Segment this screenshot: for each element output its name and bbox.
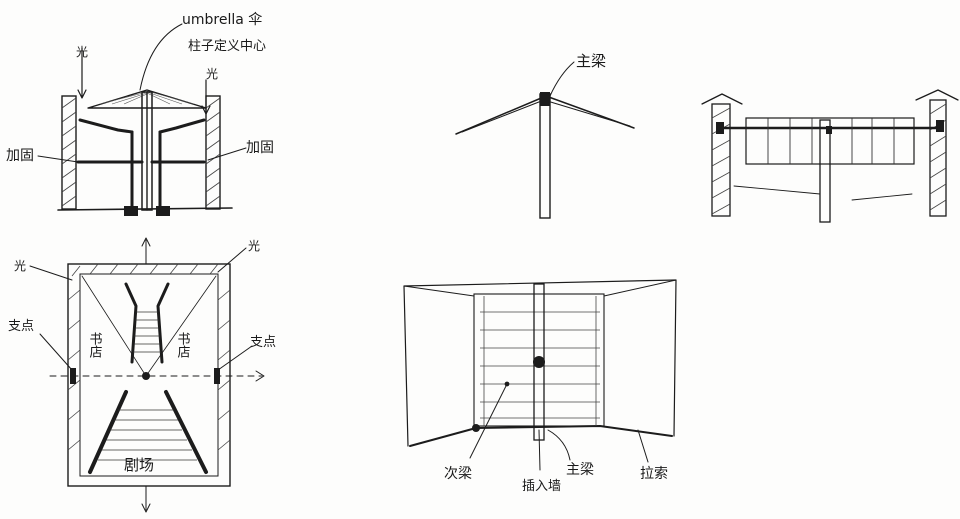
support-label-left: 支点 [8,319,34,334]
column-insert-label: 插入墙 [522,479,561,494]
theater-label: 剧场 [124,456,154,474]
support-label-right: 支点 [250,335,276,350]
umbrella-section-sketch: umbrella 伞 柱子定义中心 光 光 加固 加固 [6,11,274,216]
secondary-beam-label: 次梁 [444,466,472,482]
elevation-sketch [701,89,959,223]
bookshop-label-left: 书店 [87,332,103,358]
umbrella-column-sketch: 主梁 [455,52,635,219]
bookshop-label-right: 书店 [175,332,191,358]
reinforce-label-right: 加固 [246,140,274,156]
reinforce-label-left: 加固 [6,148,34,164]
plan-sketch: 光 光 支点 支点 书店 书店 剧场 [8,237,276,513]
light-label-left: 光 [76,45,88,59]
main-beam-label: 主梁 [566,462,594,478]
umbrella-annotation: umbrella 伞 [182,11,262,28]
structural-plan-sketch: 次梁 插入墙 主梁 拉索 [403,279,677,494]
main-beam-label-top: 主梁 [576,52,606,70]
plan-light-right: 光 [248,239,260,253]
tension-label: 拉索 [640,465,668,482]
column-annotation: 柱子定义中心 [188,39,266,54]
plan-light-left: 光 [14,259,26,273]
light-label-right: 光 [206,67,218,81]
